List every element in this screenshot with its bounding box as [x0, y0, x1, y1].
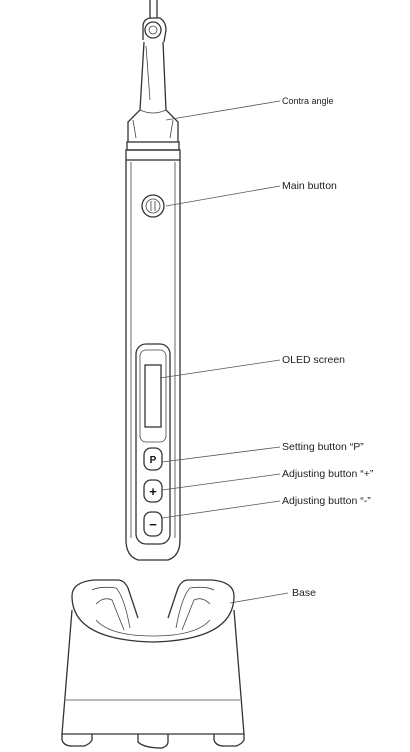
label-adjusting-plus: Adjusting button “+” — [282, 468, 374, 480]
label-main-button: Main button — [282, 180, 337, 192]
label-oled-screen: OLED screen — [282, 354, 346, 366]
contra-angle-neck — [127, 41, 179, 142]
label-adjusting-minus: Adjusting button “-” — [282, 495, 371, 507]
main-button[interactable] — [141, 194, 165, 218]
power-icon — [150, 201, 156, 211]
setting-button-p[interactable]: P — [143, 447, 163, 471]
leader-contra-angle — [165, 100, 281, 121]
adjusting-button-plus[interactable]: + — [143, 479, 163, 503]
oled-screen — [144, 364, 162, 428]
control-panel — [135, 343, 171, 545]
leader-adjusting-minus — [161, 500, 281, 519]
setting-button-glyph: P — [150, 455, 157, 466]
leader-adjusting-plus — [161, 473, 281, 491]
adjusting-button-minus[interactable]: − — [143, 511, 163, 537]
plus-icon: + — [149, 484, 157, 499]
leader-main-button — [165, 185, 281, 207]
label-contra-angle: Contra angle — [282, 96, 334, 106]
label-base: Base — [292, 587, 316, 599]
leader-oled-screen — [159, 359, 281, 379]
minus-icon: − — [149, 517, 157, 532]
collar-ring — [125, 141, 181, 161]
label-setting-button: Setting button “P” — [282, 441, 364, 453]
leader-base — [229, 592, 289, 604]
charging-base — [61, 579, 245, 749]
leader-setting-button — [161, 446, 281, 463]
cable — [149, 0, 158, 18]
leader-lines — [159, 100, 289, 604]
contra-angle-head — [142, 17, 167, 43]
handpiece-body — [125, 160, 181, 561]
